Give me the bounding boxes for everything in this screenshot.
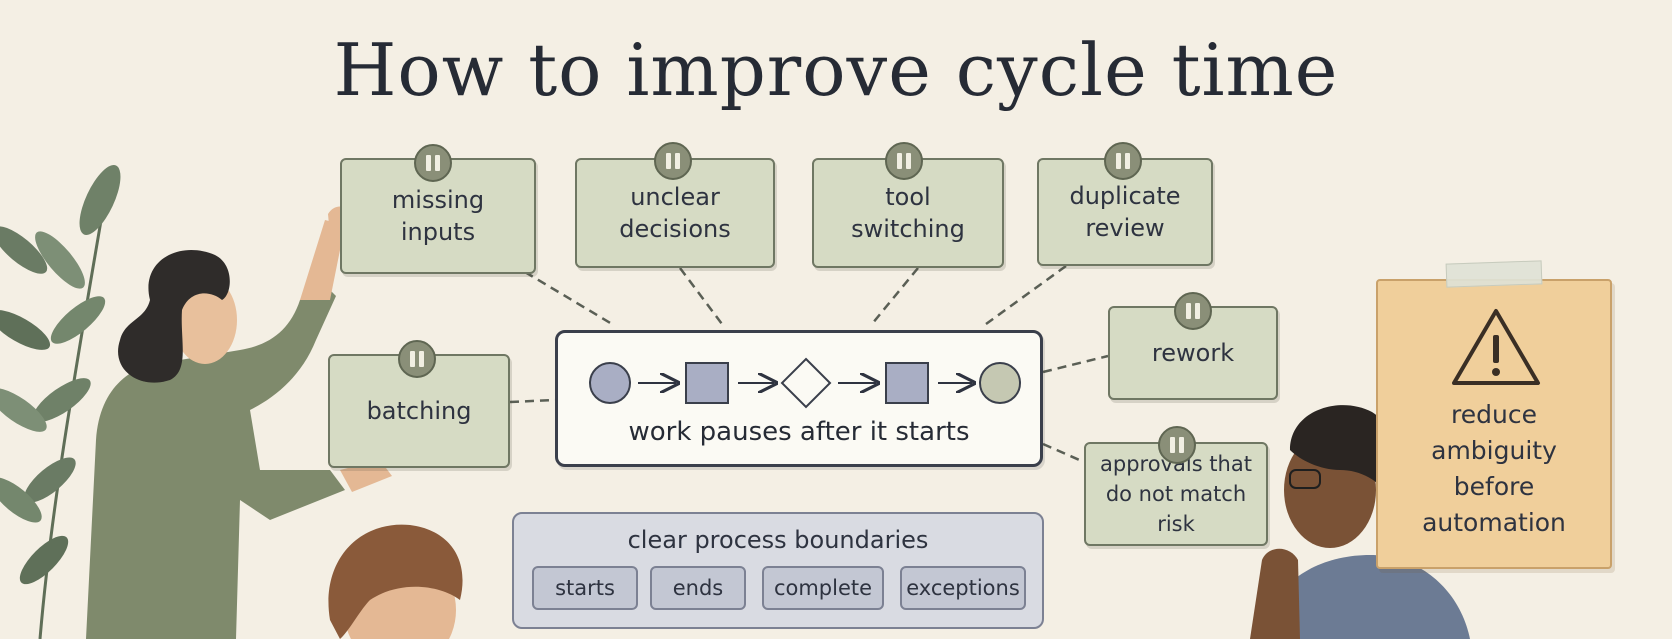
connector-tool-switching bbox=[871, 267, 919, 325]
delay-label: missing inputs bbox=[391, 186, 485, 246]
delay-label: duplicate review bbox=[1069, 182, 1181, 242]
pause-icon bbox=[1104, 142, 1142, 180]
delay-label: unclear decisions bbox=[619, 183, 731, 243]
connector-batching bbox=[509, 398, 556, 404]
connector-missing-inputs bbox=[524, 270, 613, 326]
diamond-icon bbox=[780, 357, 832, 409]
process-boundaries: clear process boundaries starts ends com… bbox=[512, 512, 1044, 629]
boundary-chip-ends: ends bbox=[650, 566, 746, 610]
circle-icon bbox=[589, 362, 631, 404]
pause-icon bbox=[414, 144, 452, 182]
delay-card-batching: batching bbox=[328, 354, 510, 468]
boundary-chip-starts: starts bbox=[532, 566, 638, 610]
process-flow-box: work pauses after it starts bbox=[555, 330, 1043, 467]
pause-icon bbox=[654, 142, 692, 180]
warning-icon bbox=[1452, 309, 1540, 385]
tape-strip bbox=[1445, 260, 1543, 288]
pause-icon bbox=[885, 142, 923, 180]
delay-label: rework bbox=[1151, 339, 1235, 367]
boundaries-title: clear process boundaries bbox=[627, 526, 929, 554]
boundary-chip-complete: complete bbox=[762, 566, 884, 610]
pause-icon bbox=[398, 340, 436, 378]
connector-approvals bbox=[1042, 442, 1085, 464]
process-flow-graphic bbox=[589, 357, 1021, 409]
connector-duplicate-review bbox=[985, 264, 1067, 326]
pause-icon bbox=[1174, 292, 1212, 330]
sticky-note: reduce ambiguity before automation bbox=[1376, 279, 1612, 569]
boundary-chip-exceptions: exceptions bbox=[900, 566, 1026, 610]
process-caption: work pauses after it starts bbox=[628, 417, 970, 447]
square-icon bbox=[685, 362, 729, 404]
delay-label: approvals that do not match risk bbox=[1100, 452, 1252, 536]
page-title: How to improve cycle time bbox=[333, 28, 1339, 112]
man-illustration bbox=[328, 524, 463, 639]
delay-label: batching bbox=[366, 397, 472, 425]
connector-unclear-decisions bbox=[679, 267, 723, 325]
sticky-note-text: reduce ambiguity before automation bbox=[1422, 400, 1566, 537]
plant-illustration bbox=[0, 165, 121, 639]
circle-icon bbox=[979, 362, 1021, 404]
delay-label: tool switching bbox=[851, 183, 965, 243]
pause-icon bbox=[1158, 426, 1196, 464]
square-icon bbox=[885, 362, 929, 404]
connector-rework bbox=[1042, 354, 1109, 374]
thinking-man-illustration bbox=[1250, 405, 1470, 639]
